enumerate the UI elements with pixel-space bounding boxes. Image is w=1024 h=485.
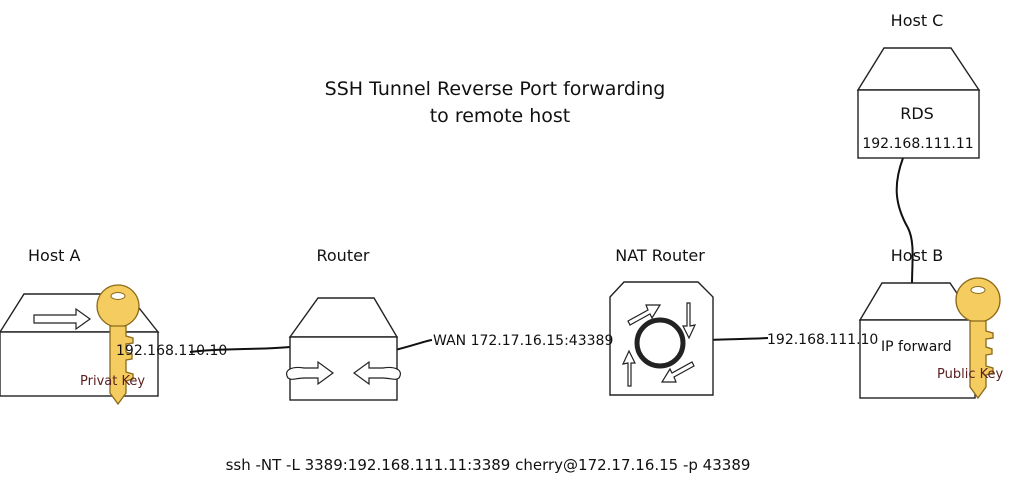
host-c-node <box>856 47 981 159</box>
host-a-ip: 192.168.110.10 <box>116 343 227 359</box>
host-c-label: Host C <box>891 11 944 30</box>
host-c-ip: 192.168.111.11 <box>862 136 973 152</box>
host-c-service: RDS <box>900 104 934 123</box>
wire-host-a-to-router <box>189 346 291 353</box>
router-arrows-icon <box>286 360 335 386</box>
host-b-node <box>858 282 977 399</box>
wire-nat-to-host-b <box>704 337 769 341</box>
wire-router-to-nat <box>394 339 433 351</box>
nat-router-label: NAT Router <box>615 246 705 265</box>
public-key-label: Public Key <box>937 367 1003 382</box>
public-key-icon <box>955 277 1001 400</box>
host-b-service: IP forward <box>881 339 952 355</box>
router-label: Router <box>316 246 369 265</box>
diagram-title-line2: to remote host <box>430 105 571 127</box>
router-node <box>286 297 401 401</box>
nat-cycle-icon <box>634 317 686 369</box>
private-key-icon <box>96 284 140 406</box>
arrow-right-icon <box>33 307 92 331</box>
host-b-label: Host B <box>891 246 944 265</box>
ssh-command: ssh -NT -L 3389:192.168.111.11:3389 cher… <box>226 456 751 474</box>
wire-host-c-to-host-b <box>895 157 914 286</box>
nat-wan-address: WAN 172.17.16.15:43389 <box>433 333 613 349</box>
host-b-ip: 192.168.111.10 <box>767 332 878 348</box>
diagram-title-line1: SSH Tunnel Reverse Port forwarding <box>325 78 666 100</box>
nat-router-node <box>609 281 714 396</box>
private-key-label: Privat Key <box>80 374 145 389</box>
host-a-label: Host A <box>28 246 81 265</box>
